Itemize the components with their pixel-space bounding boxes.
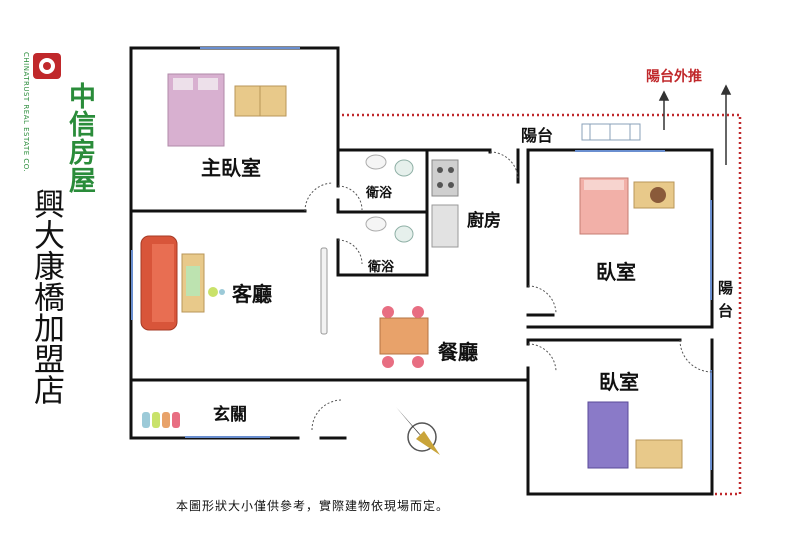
- drying-rack-icon: [581, 123, 641, 141]
- room-kitchen: 廚房: [467, 211, 501, 231]
- room-living-room: 客廳: [232, 282, 272, 306]
- room-dining-room: 餐廳: [438, 340, 478, 364]
- sliding-door-icon: [320, 247, 328, 335]
- brand-name: 中信房屋: [64, 82, 95, 194]
- bed-icon: [579, 177, 629, 235]
- shoe-rack-icon: [142, 412, 180, 428]
- room-bedroom-2: 臥室: [599, 370, 639, 394]
- store-name: 興大康橋加盟店: [28, 188, 64, 405]
- stove-icon: [431, 159, 459, 197]
- door-swings: [304, 151, 713, 431]
- chinatrust-logo-icon: [32, 52, 62, 80]
- room-bedroom-1: 臥室: [596, 260, 636, 284]
- room-bath-2: 衛浴: [368, 260, 395, 275]
- study-desk-icon: [635, 439, 683, 469]
- compass-icon: [396, 407, 442, 457]
- sofa-icon: [140, 235, 178, 331]
- sink-icon: [431, 204, 459, 248]
- balcony-extension-label: 陽台外推: [646, 69, 702, 85]
- double-bed-icon: [167, 73, 225, 147]
- coffee-table-icon: [181, 253, 205, 313]
- disclaimer-text: 本圖形狀大小僅供參考，實際建物依現場而定。: [176, 499, 450, 513]
- balcony-extension-outline: [342, 113, 742, 496]
- windows: [131, 47, 712, 470]
- arrow-up-icon: [658, 84, 732, 165]
- dresser-icon: [234, 85, 287, 117]
- desk-icon: [633, 181, 675, 209]
- room-bath-1: 衛浴: [366, 186, 393, 201]
- room-master-bedroom: 主臥室: [201, 156, 261, 180]
- room-foyer: 玄關: [213, 405, 247, 425]
- dining-table-icon: [379, 306, 429, 368]
- lamp-icon: [208, 287, 225, 297]
- room-balcony-top: 陽台: [521, 126, 554, 145]
- bathroom-fixtures-icon: [365, 154, 414, 243]
- room-balcony-side: 陽台: [716, 280, 734, 326]
- brand-subtitle: CHINATRUST REAL ESTATE CO.: [22, 52, 30, 173]
- single-bed-icon: [587, 401, 629, 469]
